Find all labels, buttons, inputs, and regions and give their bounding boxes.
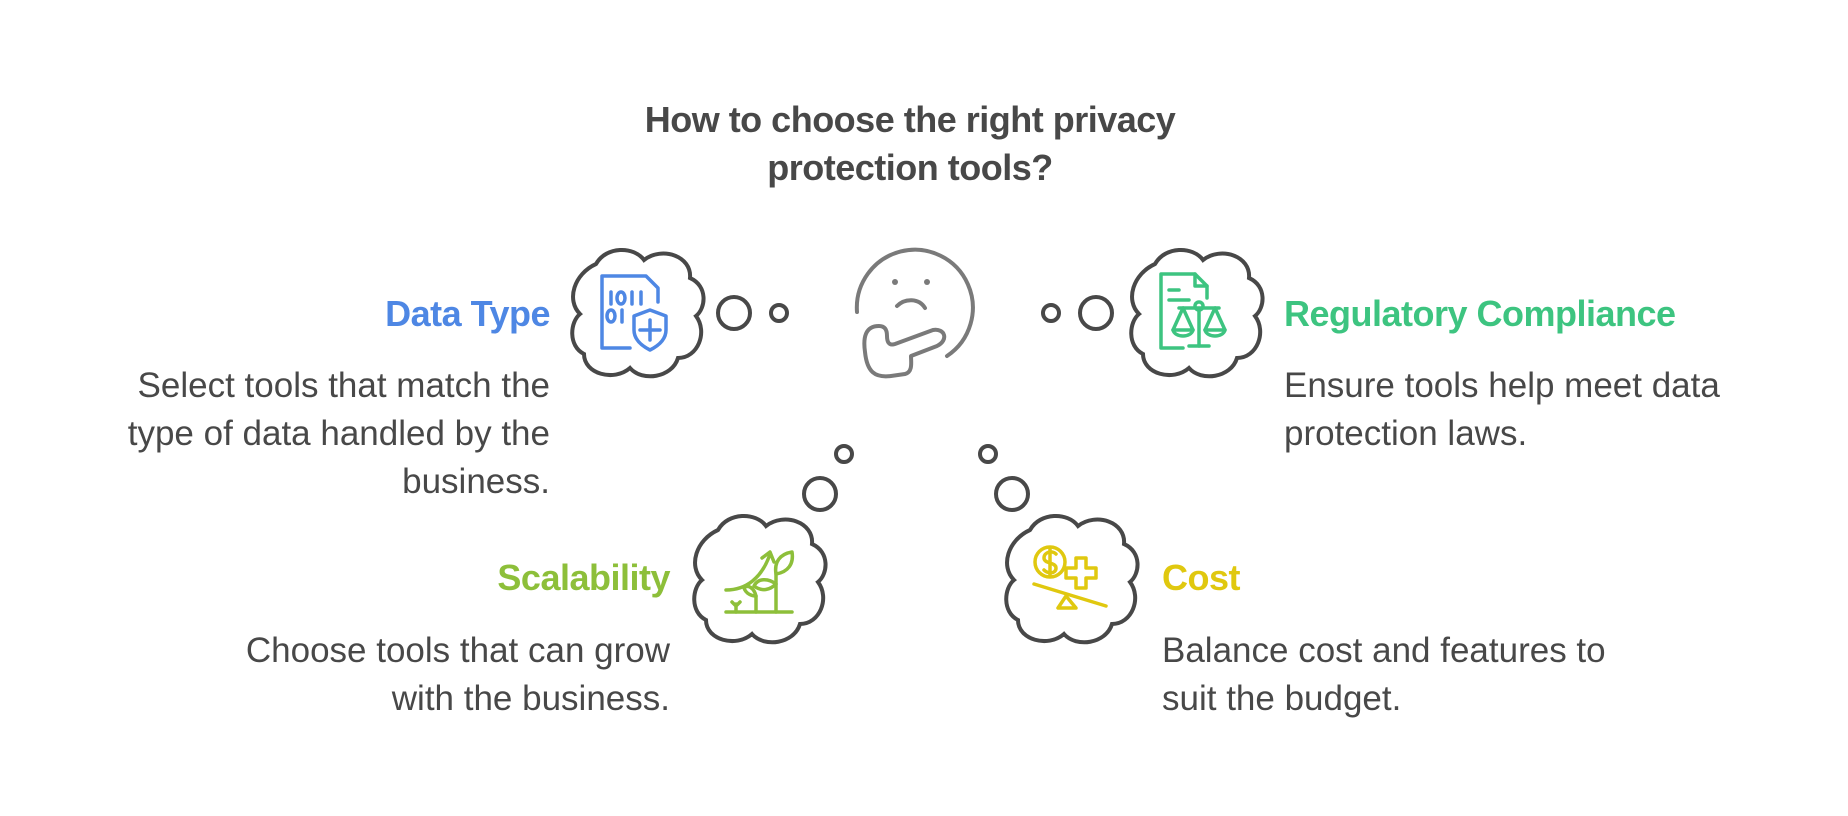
description-line: type of data handled by the bbox=[127, 414, 550, 453]
scalability-cloud bbox=[692, 513, 828, 645]
title-line-2: protection tools? bbox=[767, 147, 1053, 188]
description-line: protection laws. bbox=[1284, 414, 1528, 453]
description-line: business. bbox=[402, 462, 550, 501]
scalability-heading: Scalability bbox=[497, 557, 670, 598]
thought-bubble-small bbox=[1041, 303, 1061, 323]
data-type-description: Select tools that match the type of data… bbox=[40, 362, 550, 506]
thought-bubble-large bbox=[716, 295, 752, 331]
scalability-description: Choose tools that can grow with the busi… bbox=[160, 627, 670, 723]
thought-bubble-small bbox=[978, 444, 998, 464]
description-line: Balance cost and features to bbox=[1162, 631, 1606, 670]
description-line: Ensure tools help meet data bbox=[1284, 366, 1720, 405]
growing-plant-icon bbox=[724, 550, 795, 614]
thought-bubble-large bbox=[994, 476, 1030, 512]
cost-heading: Cost bbox=[1162, 557, 1241, 598]
regulatory-compliance-description: Ensure tools help meet data protection l… bbox=[1284, 362, 1824, 458]
thought-bubble-large bbox=[802, 476, 838, 512]
thought-bubble-large bbox=[1078, 295, 1114, 331]
regulatory-compliance-cloud bbox=[1129, 247, 1265, 379]
thought-bubble-small bbox=[834, 444, 854, 464]
description-line: suit the budget. bbox=[1162, 679, 1402, 718]
description-line: Select tools that match the bbox=[137, 366, 550, 405]
data-type-cloud bbox=[570, 247, 706, 379]
description-line: Choose tools that can grow bbox=[245, 631, 670, 670]
cost-description: Balance cost and features to suit the bu… bbox=[1162, 627, 1722, 723]
document-scales-icon bbox=[1159, 272, 1227, 350]
regulatory-compliance-heading: Regulatory Compliance bbox=[1284, 293, 1676, 334]
cost-cloud bbox=[1004, 513, 1140, 645]
coin-seesaw-plus-icon bbox=[1032, 545, 1108, 610]
thinking-face-icon bbox=[854, 247, 975, 379]
binary-file-shield-icon bbox=[600, 274, 668, 352]
thought-bubble-small bbox=[769, 303, 789, 323]
diagram-title: How to choose the right privacy protecti… bbox=[560, 96, 1260, 192]
description-line: with the business. bbox=[391, 679, 670, 718]
title-line-1: How to choose the right privacy bbox=[644, 99, 1176, 140]
data-type-heading: Data Type bbox=[385, 293, 550, 334]
